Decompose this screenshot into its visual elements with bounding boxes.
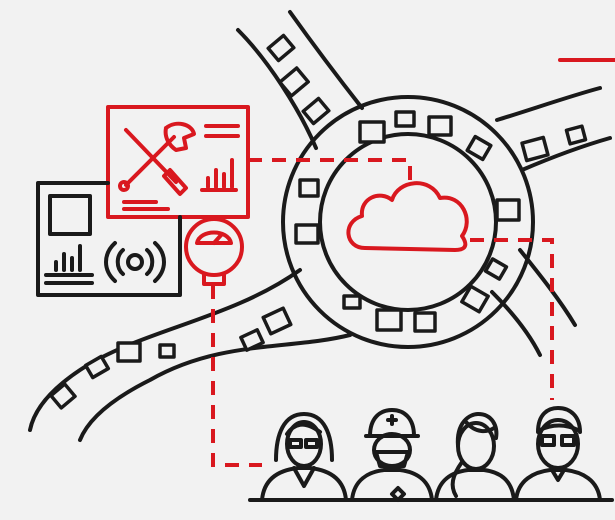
roundabout-inner <box>318 132 498 312</box>
vehicle <box>375 308 403 332</box>
maintenance-dashboard-icon <box>106 105 250 219</box>
person-woman-icon <box>260 412 348 502</box>
sensor-device-icon <box>36 181 182 297</box>
wrench-screwdriver-icon <box>118 121 196 196</box>
vehicle <box>266 33 296 63</box>
wireless-signal-icon <box>104 241 166 283</box>
vehicle <box>239 328 265 352</box>
vehicle <box>413 311 437 333</box>
vehicle <box>158 343 176 359</box>
person-worker-icon <box>350 408 434 502</box>
person-glasses-icon <box>514 406 602 502</box>
bar-chart-icon <box>200 158 238 192</box>
gauge-meter-icon <box>184 217 244 286</box>
vehicle <box>294 223 320 245</box>
vehicle <box>342 294 362 310</box>
vehicle <box>358 120 386 144</box>
road-network <box>28 10 612 442</box>
cloud-icon <box>346 181 469 252</box>
vehicle <box>394 110 416 128</box>
vehicle <box>49 382 77 410</box>
vehicle <box>520 135 550 163</box>
vehicle <box>460 284 490 314</box>
vehicle <box>483 257 509 281</box>
vehicle <box>261 306 293 336</box>
vehicle <box>495 198 521 222</box>
vehicle <box>83 354 111 380</box>
person-ponytail-icon <box>434 412 516 502</box>
roundabout-outer <box>281 95 535 349</box>
vehicle <box>298 178 320 198</box>
vehicle <box>564 124 588 146</box>
vehicle <box>278 66 310 98</box>
bar-chart-icon <box>44 244 94 285</box>
network-connections <box>211 58 615 467</box>
vehicle <box>465 134 493 162</box>
vehicles <box>49 33 588 410</box>
vehicle <box>301 96 331 126</box>
vehicle <box>427 115 453 137</box>
vehicle <box>116 341 142 363</box>
